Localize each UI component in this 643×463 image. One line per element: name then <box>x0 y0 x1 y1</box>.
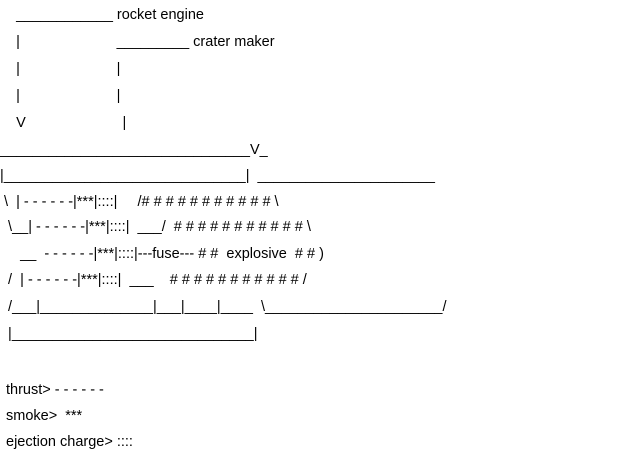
diagram-line-stage: \ | - - - - - -|***|::::| /# # # # # # #… <box>0 194 279 210</box>
legend-thrust: thrust> - - - - - - <box>6 382 104 398</box>
diagram-line-fuse: __ - - - - - -|***|::::|---fuse--- # # e… <box>0 246 324 262</box>
diagram-line-bottom: |______________________________| <box>0 326 258 342</box>
diagram-line-arrow: V | <box>0 115 127 131</box>
diagram-line-rocket-body: |______________________________| _______… <box>0 168 435 184</box>
legend-smoke: smoke> *** <box>6 408 83 424</box>
diagram-line-pointer: | | <box>0 88 121 104</box>
diagram-line-crater-label: | _________ crater maker <box>0 34 275 50</box>
diagram-line-pointer: | | <box>0 61 121 77</box>
diagram-line-stage: / | - - - - - -|***|::::| ___ # # # # # … <box>0 272 307 288</box>
diagram-line-base: /___|______________|___|____|____ \_____… <box>0 299 447 315</box>
legend-ejection: ejection charge> :::: <box>6 434 133 450</box>
diagram-line-rocket-top: _______________________________V_ <box>0 142 268 158</box>
diagram-line-stage: \__| - - - - - -|***|::::| ___/ # # # # … <box>0 219 311 235</box>
diagram-line-engine-label: ____________ rocket engine <box>0 7 204 23</box>
